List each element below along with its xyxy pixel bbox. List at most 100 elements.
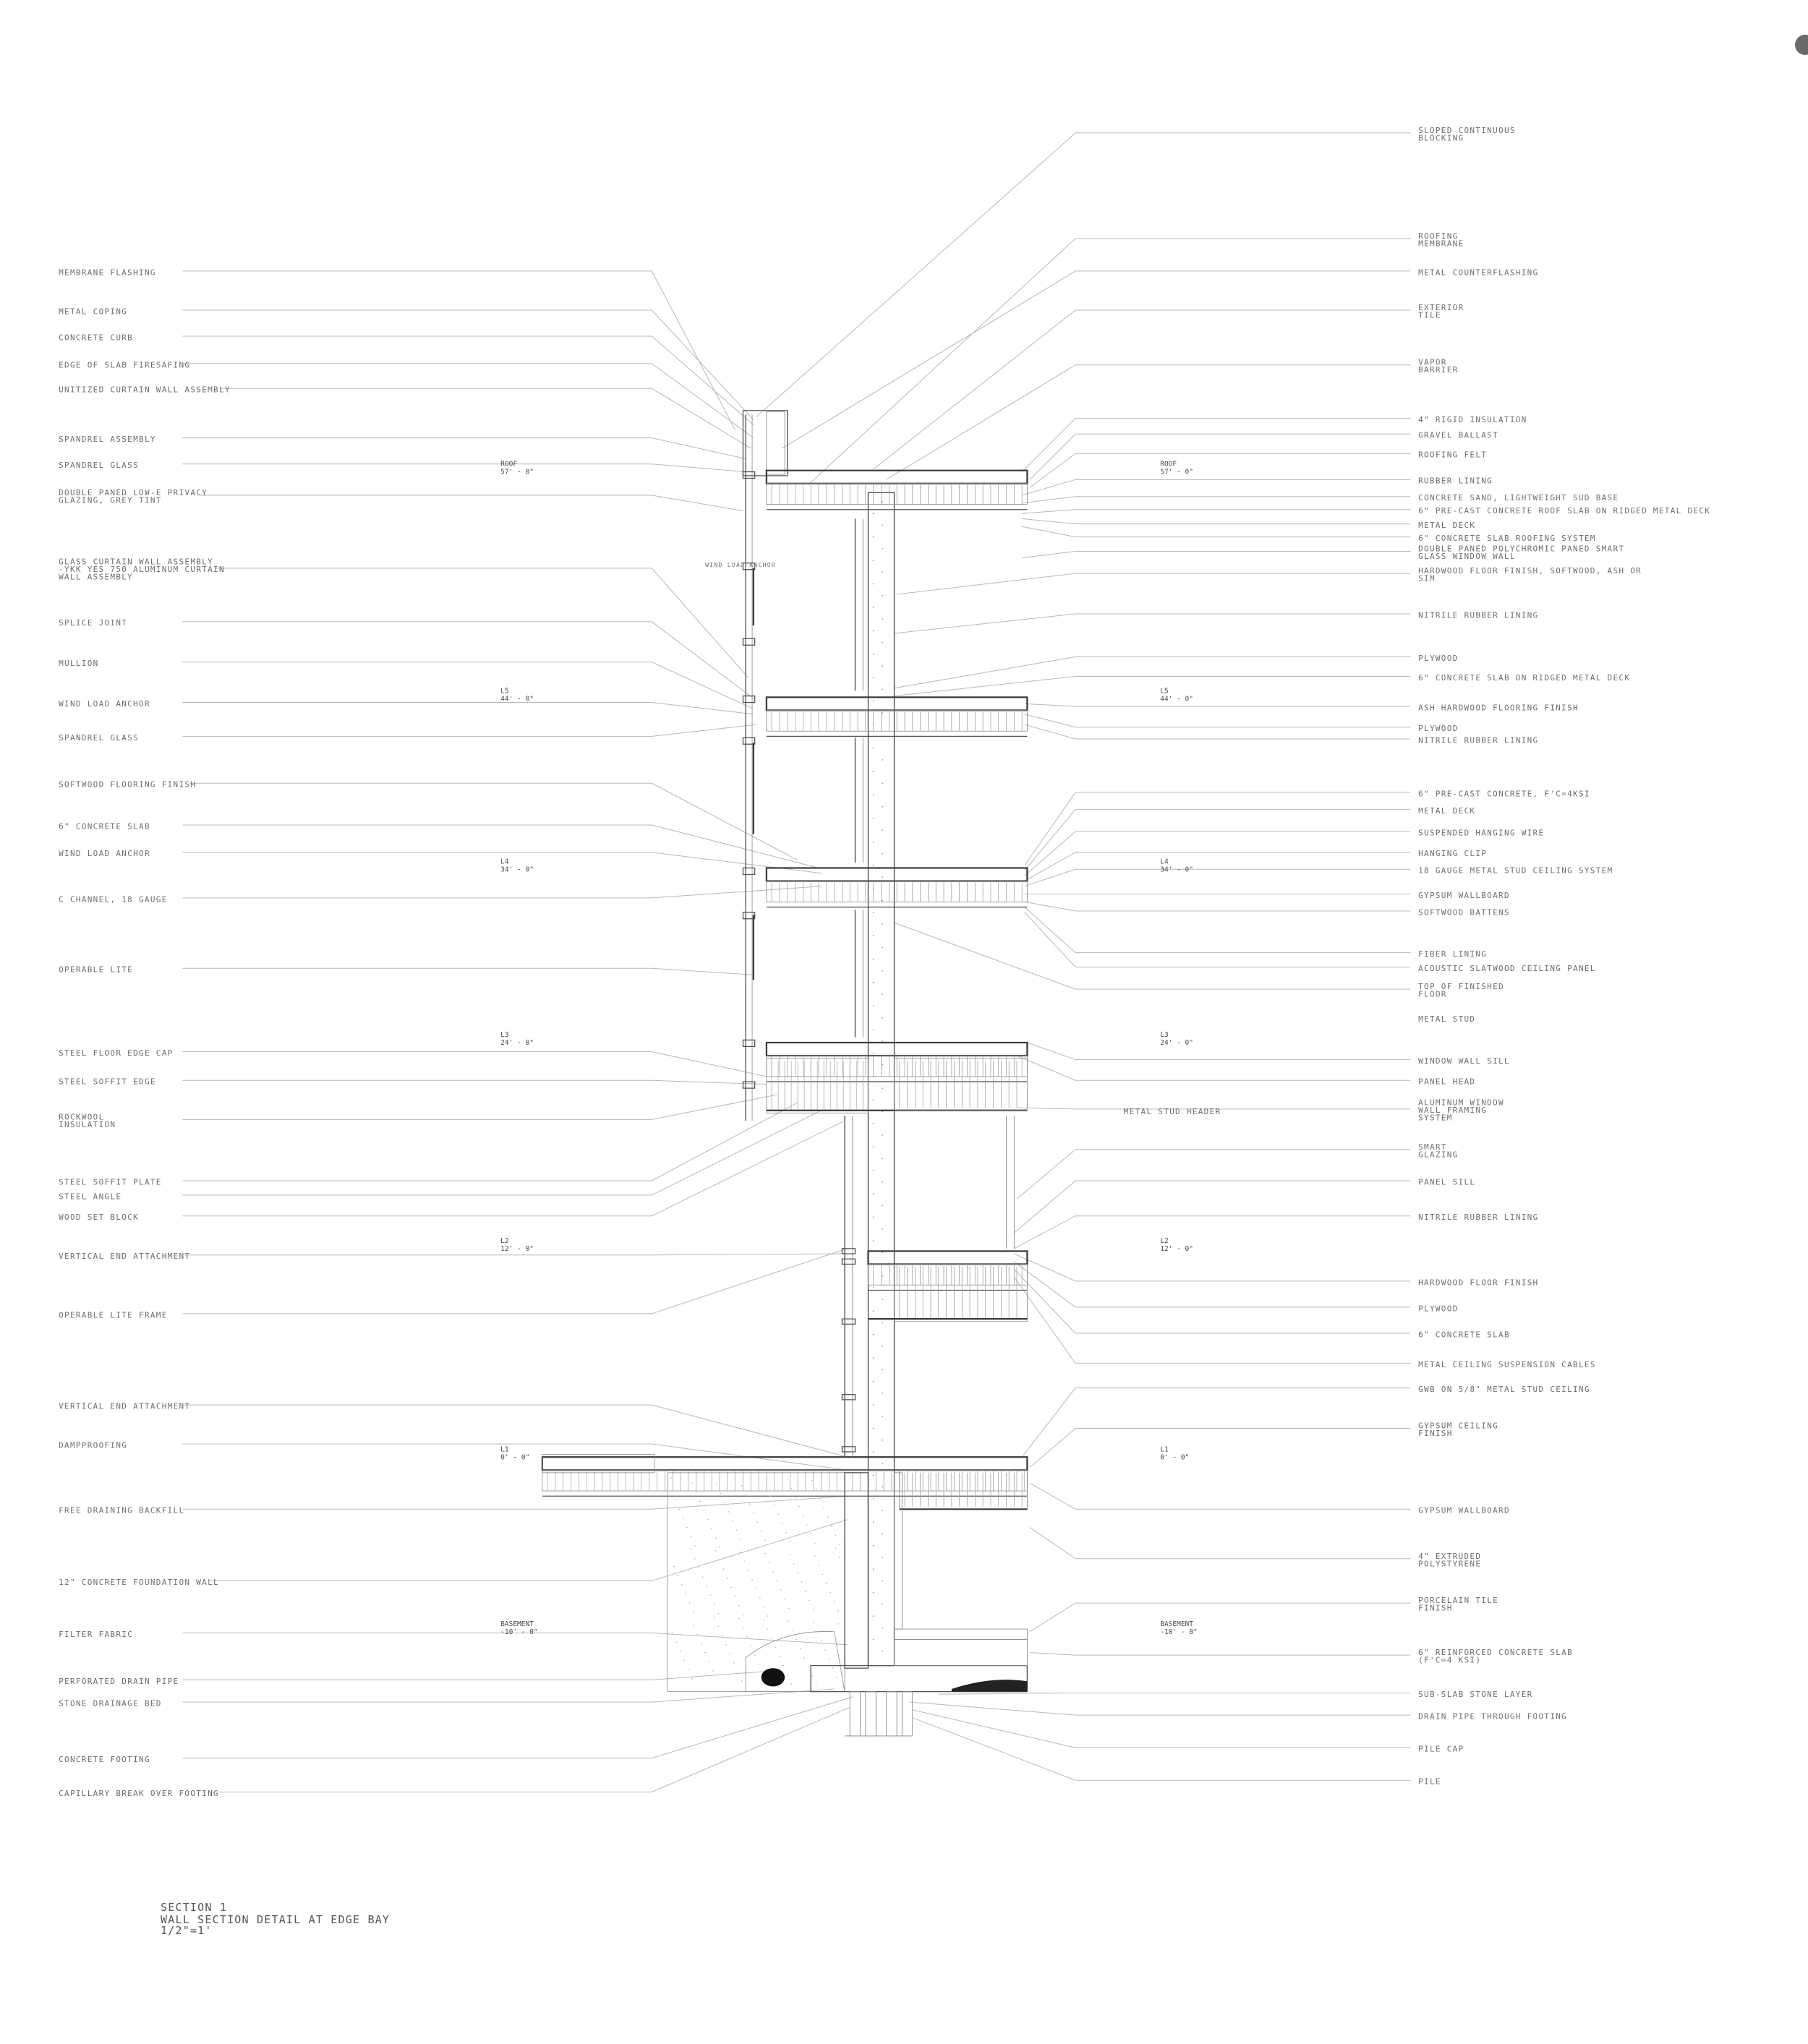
l3-slab [765,1041,1028,1057]
level-l1-right-elev: 0' - 0" [1160,1453,1189,1461]
backfill-grain [777,1513,779,1515]
backfill-grain [773,1505,775,1506]
leader-steel-floor-edge-cap [182,1051,767,1077]
backfill-grain [726,1578,728,1579]
backfill-grain [836,1677,838,1678]
backfill-grain [672,1632,673,1634]
backfill-grain [699,1500,701,1502]
column-aggregate [882,1439,884,1441]
leader-wood-set-block [182,1120,845,1217]
column-aggregate [882,923,884,925]
backfill-grain [703,1510,705,1511]
backfill-grain [694,1557,696,1560]
level-l4-left-name: L4 [500,858,509,865]
backfill-grain [691,1482,693,1484]
leader-precast-roof-slab [1022,509,1411,514]
column-aggregate [882,876,884,878]
label-unitized-curtain-wall: UNITIZED CURTAIN WALL ASSEMBLY [59,385,231,395]
column-aggregate [882,1181,884,1183]
leader-plywood-2 [1024,714,1411,728]
leader-gravel-ballast [1029,433,1411,480]
label-plywood-3: PLYWOOD [1418,1304,1458,1313]
label-panel-sill: PANEL SILL [1418,1177,1475,1186]
level-l1-right-name: L1 [1160,1445,1169,1453]
backfill-grain [764,1552,766,1555]
backfill-grain [788,1620,790,1622]
backfill-grain [673,1565,675,1568]
level-roof-left-name: ROOF [500,461,517,469]
leader-splice-joint [182,621,754,699]
column-aggregate [882,805,884,808]
backfill-grain [719,1559,720,1561]
backfill-grain [824,1649,826,1651]
backfill-grain [828,1658,830,1660]
column-aggregate [882,1275,884,1277]
leader-hanging-clip [1024,852,1411,881]
l1-ceiling-box [899,1469,1028,1510]
backfill-grain [806,1524,808,1526]
backfill-grain [747,1570,749,1571]
leader-vertical-end-attachment-2 [183,1404,848,1458]
label-metal-stud-header: METAL STUD HEADER [1124,1107,1221,1116]
label-metal-stud: METAL STUD [1418,1014,1475,1024]
backfill-grain [706,1585,707,1587]
column-aggregate [872,1638,874,1641]
leader-fiber-lining [1024,907,1411,954]
label-metal-deck-1: METAL DECK [1418,521,1475,530]
column-aggregate [882,852,884,855]
backfill-grain [759,1597,761,1599]
backfill-grain [815,1684,817,1686]
backfill-grain [771,1637,772,1639]
level-l3-left-elev: 24' - 0" [500,1039,534,1047]
column-aggregate [882,1416,884,1418]
backfill-grain [798,1505,800,1508]
column-aggregate [872,1099,874,1101]
backfill-grain [695,1492,697,1493]
label-edge-of-slab-firesafing: EDGE OF SLAB FIRESAFING [59,360,190,369]
column-aggregate [882,1087,884,1089]
l2-ceiling-box [894,1264,1028,1322]
backfill-grain [755,1588,757,1590]
backfill-grain [756,1521,759,1523]
column-aggregate [872,607,874,608]
caption-scale: 1/2"=1' [161,1924,213,1937]
backfill-grain [837,1623,839,1625]
backfill-grain [831,1525,832,1527]
backfill-grain [786,1674,788,1676]
label-panel-head: PANEL HEAD [1418,1077,1475,1087]
backfill-grain [803,1656,805,1659]
backfill-grain [694,1544,696,1547]
backfill-grain [780,1589,782,1591]
column-aggregate [872,1333,874,1335]
backfill-grain [686,1526,688,1528]
column-aggregate [872,653,874,655]
label-softwood-flooring-finish: SOFTWOOD FLOORING FINISH [59,780,196,790]
backfill-grain [786,1479,788,1480]
label-c-channel: C CHANNEL, 18 GAUGE [59,894,168,904]
column-aggregate [872,1427,874,1429]
column-aggregate [882,782,884,784]
window-wall-clip [841,1394,856,1401]
column-aggregate [872,771,874,772]
backfill-grain [809,1599,811,1602]
leader-metal-coping [182,309,754,420]
backfill-grain [758,1663,759,1665]
l4-slab [765,867,1028,882]
backfill-grain [683,1659,686,1662]
label-metal-stud-ceiling: 18 GAUGE METAL STUD CEILING SYSTEM [1418,866,1613,876]
label-metal-deck-2: METAL DECK [1418,806,1475,816]
column-aggregate [872,935,874,937]
leader-top-of-finished-floor [894,922,1411,990]
column-aggregate [882,1533,884,1535]
label-spandrel-glass-1: SPANDREL GLASS [59,461,139,470]
backfill-grain [742,1614,744,1616]
label-suspended-hanging-wire: SUSPENDED HANGING WIRE [1418,828,1544,837]
label-concrete-slab-roofing: 6" CONCRETE SLAB ROOFING SYSTEM [1418,534,1596,543]
level-basement-right-name: BASEMENT [1160,1620,1193,1628]
leader-drain-pipe-footing [910,1701,1411,1716]
label-gypsum-wallboard-1: GYPSUM WALLBOARD [1418,891,1510,900]
